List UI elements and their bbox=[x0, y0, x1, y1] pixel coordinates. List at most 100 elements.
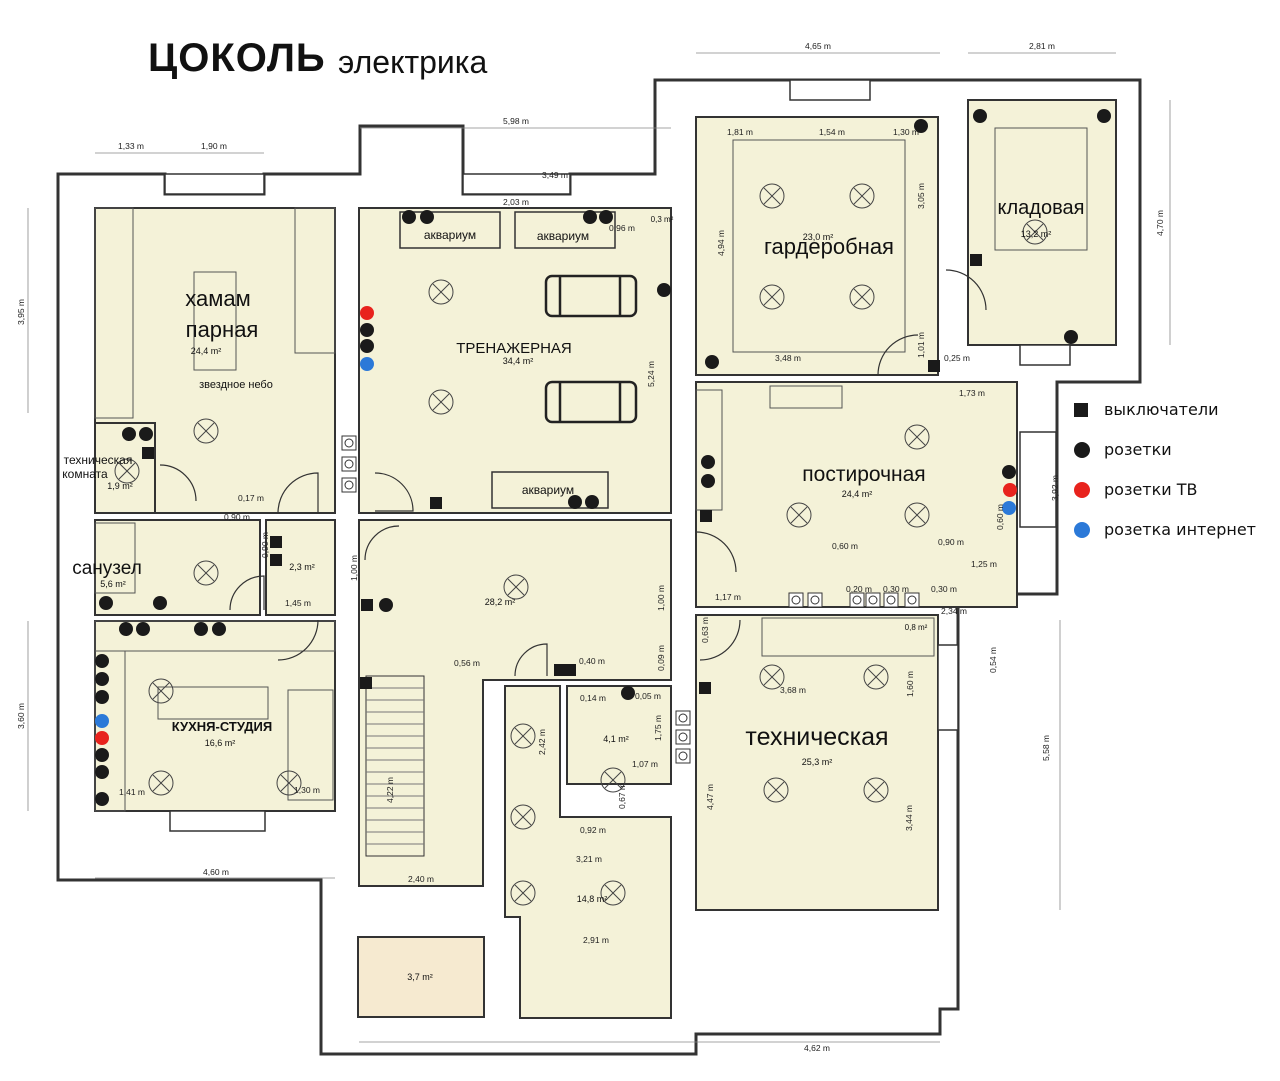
dim: 0,60 m bbox=[995, 504, 1005, 530]
hamam-bench-left bbox=[94, 207, 134, 419]
ceiling-light-icon bbox=[600, 767, 626, 793]
legend-sockets: розетки bbox=[1068, 435, 1256, 475]
kitchen-counter bbox=[94, 620, 336, 652]
dim: 1,17 m bbox=[715, 592, 741, 602]
wall-outlet-icon bbox=[904, 592, 920, 608]
legend-tv-sockets-label: розетки ТВ bbox=[1104, 480, 1198, 499]
ceiling-light-icon bbox=[510, 880, 536, 906]
ceiling-light-icon bbox=[428, 389, 454, 415]
wall-outlet-icon bbox=[849, 592, 865, 608]
dim: 3,68 m bbox=[780, 685, 806, 695]
socket-icon bbox=[153, 596, 167, 610]
dim: 4,94 m bbox=[716, 230, 726, 256]
socket-icon bbox=[1064, 330, 1078, 344]
switch-icon bbox=[700, 510, 712, 522]
wall-outlet-icon bbox=[883, 592, 899, 608]
socket-icon bbox=[95, 748, 109, 762]
switch-icon bbox=[360, 677, 372, 689]
dim: 1,33 m bbox=[118, 141, 144, 151]
switch-icon bbox=[970, 254, 982, 266]
socket-icon bbox=[212, 622, 226, 636]
sofa bbox=[287, 689, 334, 801]
dim: 0,17 m bbox=[238, 493, 264, 503]
dim: 3,95 m bbox=[16, 299, 26, 325]
ceiling-light-icon bbox=[863, 777, 889, 803]
dim: 4,47 m bbox=[705, 784, 715, 810]
ceiling-light-icon bbox=[849, 284, 875, 310]
dim: 3,60 m bbox=[16, 703, 26, 729]
ceiling-light-icon bbox=[904, 424, 930, 450]
dim: 2,91 m bbox=[583, 935, 609, 945]
window bbox=[789, 79, 871, 101]
room-label-hamam-2: парная bbox=[186, 317, 259, 342]
room-lower bbox=[504, 685, 672, 1019]
room-label-tech-closet: техническая bbox=[64, 453, 133, 467]
dim: 3,05 m bbox=[916, 183, 926, 209]
legend-tv-sockets: розетки ТВ bbox=[1068, 475, 1256, 515]
switch-icon bbox=[361, 599, 373, 611]
dim: 0,20 m bbox=[846, 584, 872, 594]
ceiling-light-icon bbox=[148, 678, 174, 704]
room-small-23 bbox=[265, 519, 336, 616]
socket-icon bbox=[599, 210, 613, 224]
socket-icon bbox=[701, 474, 715, 488]
ceiling-light-icon bbox=[1022, 219, 1048, 245]
switch-icon bbox=[430, 497, 442, 509]
ceiling-light-icon bbox=[510, 804, 536, 830]
dim: 2,42 m bbox=[537, 729, 547, 755]
internet-socket-icon bbox=[1074, 522, 1090, 538]
switch-icon bbox=[142, 447, 154, 459]
door-swing bbox=[945, 269, 987, 311]
area-tech-closet: 1,9 m² bbox=[107, 481, 133, 491]
dim: 5,98 m bbox=[503, 116, 529, 126]
internet-socket-icon bbox=[1002, 501, 1016, 515]
wall-outlet-icon bbox=[341, 435, 357, 451]
window bbox=[164, 173, 265, 195]
switch-icon bbox=[554, 664, 566, 676]
room-wardrobe bbox=[695, 116, 939, 376]
dim: 0,25 m bbox=[944, 353, 970, 363]
dim: 4,62 m bbox=[804, 1043, 830, 1053]
socket-icon bbox=[420, 210, 434, 224]
room-gym bbox=[358, 207, 672, 514]
dim: 3,92 m bbox=[1050, 475, 1060, 501]
room-label-laundry: постирочная bbox=[802, 463, 925, 486]
socket-icon bbox=[585, 495, 599, 509]
wall-outlet-icon bbox=[675, 710, 691, 726]
room-technical bbox=[695, 614, 939, 911]
tv-socket-icon bbox=[360, 306, 374, 320]
dim: 1,01 m bbox=[916, 332, 926, 358]
door-swing bbox=[877, 334, 919, 376]
room-label-bathroom: санузел bbox=[72, 558, 142, 579]
legend-sockets-label: розетки bbox=[1104, 440, 1172, 459]
socket-icon bbox=[194, 622, 208, 636]
ceiling-light-icon bbox=[193, 560, 219, 586]
area-closet-41: 4,1 m² bbox=[603, 734, 629, 744]
note-starry-sky: звездное небо bbox=[199, 379, 273, 391]
ceiling-light-icon bbox=[904, 502, 930, 528]
area-laundry: 24,4 m² bbox=[842, 489, 873, 499]
dim: 1,45 m bbox=[285, 598, 311, 608]
room-closet-41 bbox=[566, 685, 672, 785]
dim: 4,70 m bbox=[1155, 210, 1165, 236]
ceiling-light-icon bbox=[863, 664, 889, 690]
switch-icon bbox=[699, 682, 711, 694]
ceiling-light-icon bbox=[428, 279, 454, 305]
wall-outlet-icon bbox=[807, 592, 823, 608]
room-label-storage: кладовая bbox=[998, 197, 1085, 219]
hamam-bench-right bbox=[294, 207, 336, 354]
dim: 0,30 m bbox=[883, 584, 909, 594]
door-swing bbox=[277, 619, 319, 661]
ceiling-light-icon bbox=[759, 664, 785, 690]
dim: 0,63 m bbox=[700, 617, 710, 643]
window bbox=[937, 644, 959, 731]
legend-switches: выключатели bbox=[1068, 395, 1256, 435]
dim: 1,75 m bbox=[653, 715, 663, 741]
dim: 0,14 m bbox=[580, 693, 606, 703]
switch-icon bbox=[928, 360, 940, 372]
wall-outlet-icon bbox=[341, 477, 357, 493]
ceiling-light-icon bbox=[849, 183, 875, 209]
ceiling-light-icon bbox=[763, 777, 789, 803]
